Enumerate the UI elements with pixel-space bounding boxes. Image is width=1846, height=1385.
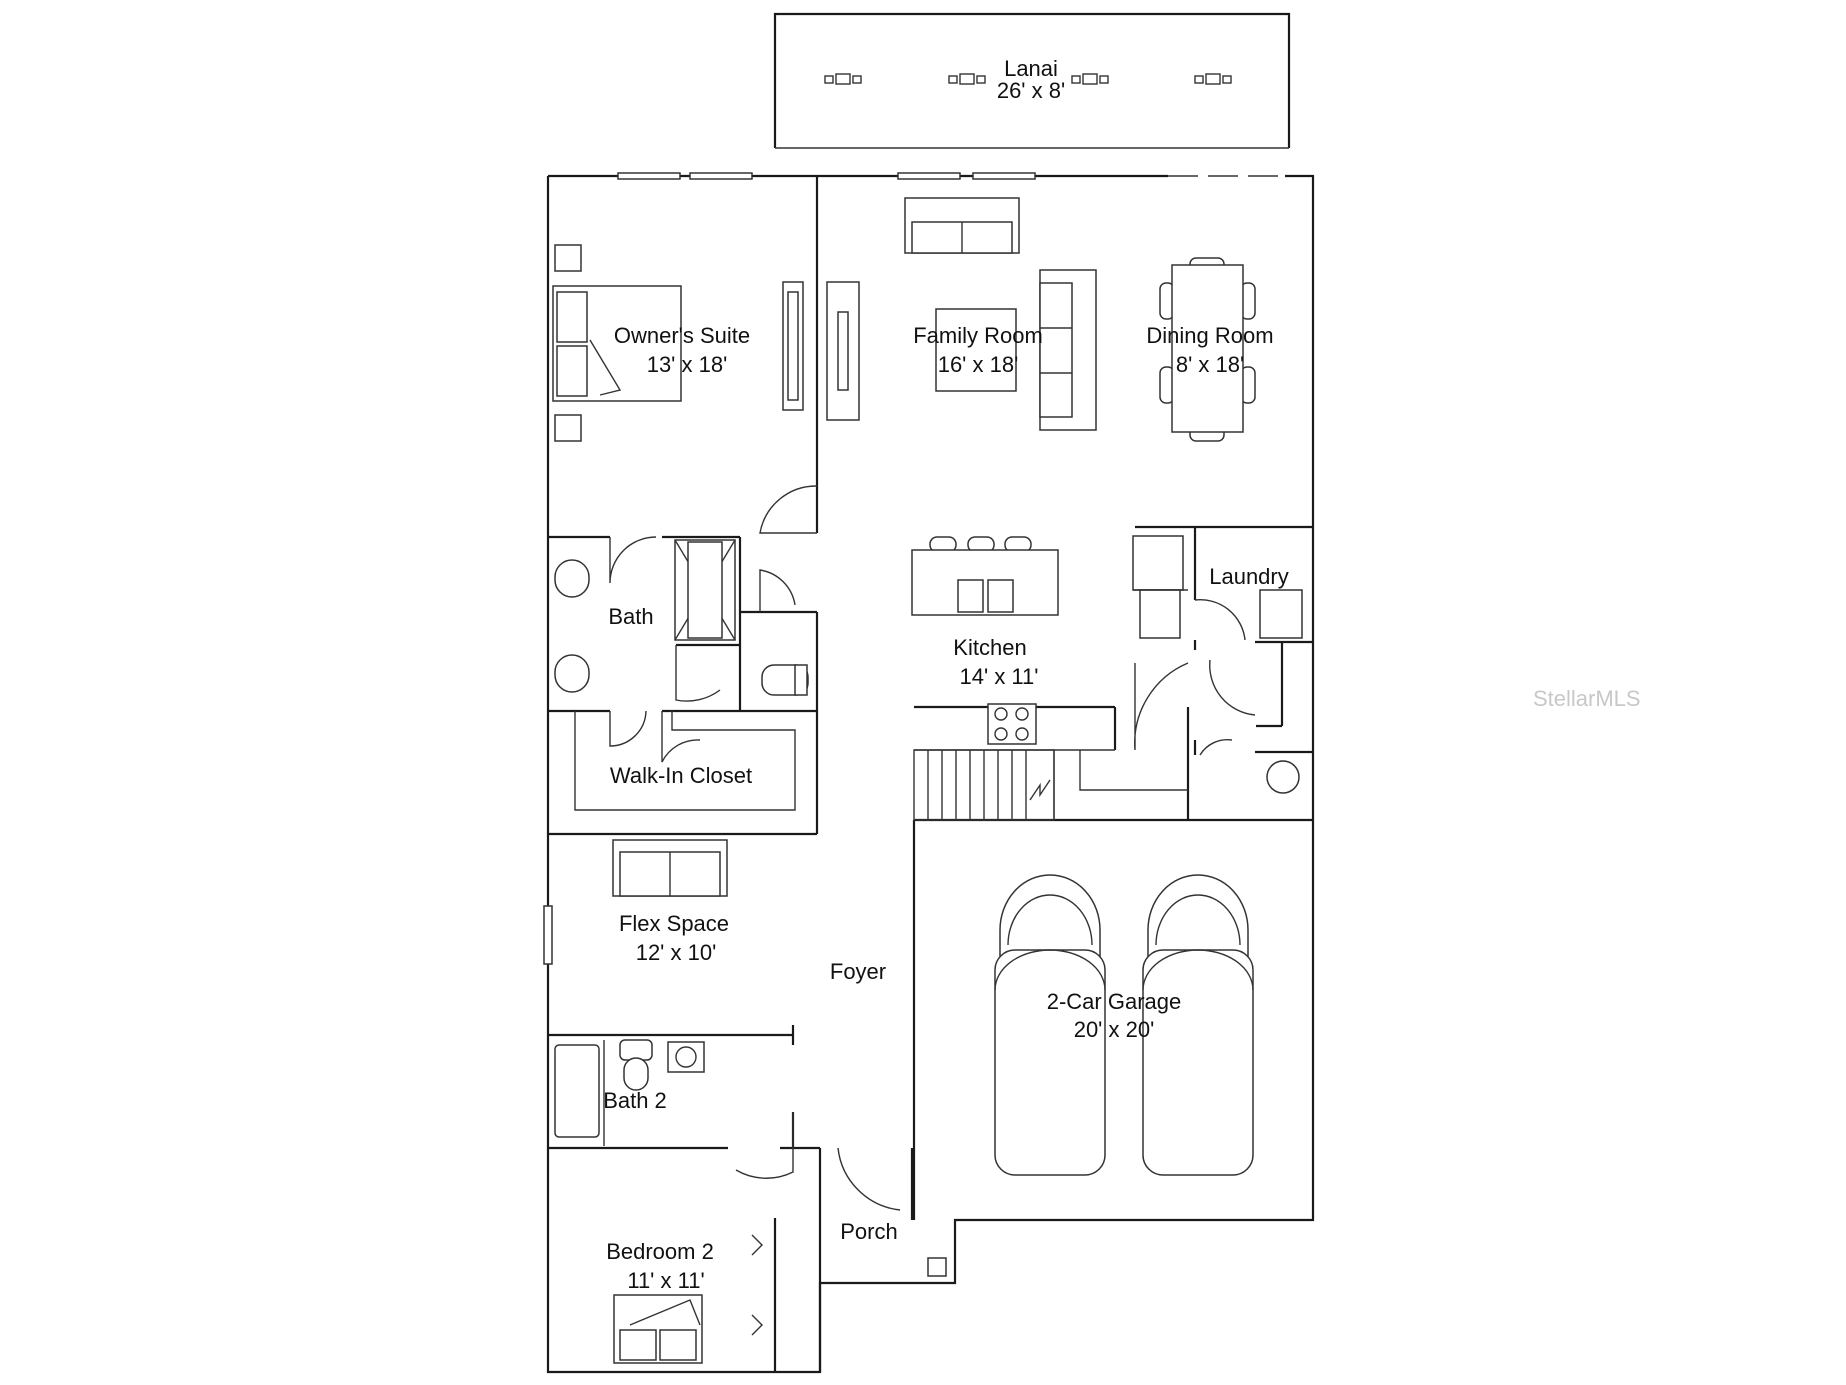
watermark: StellarMLS	[1533, 686, 1641, 711]
owners-suite-furniture	[552, 244, 860, 442]
garage-cars	[994, 874, 1254, 1176]
flex-space-size: 12' x 10'	[636, 940, 717, 965]
laundry-label: Laundry	[1209, 564, 1289, 589]
lanai-area	[773, 12, 1291, 149]
porch-label: Porch	[840, 1219, 897, 1244]
bedroom2-label: Bedroom 2	[606, 1239, 714, 1264]
flex-space-label: Flex Space	[619, 911, 729, 936]
bedroom2-furniture	[613, 1234, 947, 1364]
lanai-label: Lanai	[1004, 56, 1058, 81]
exterior-walls	[543, 172, 1315, 1374]
room-labels: Lanai 26' x 8' Owner's Suite 13' x 18' F…	[603, 56, 1289, 1293]
doors	[609, 485, 1256, 1211]
owners-suite-label: Owner's Suite	[614, 323, 750, 348]
bath-fixtures	[554, 539, 809, 696]
bath2-label: Bath 2	[603, 1088, 667, 1113]
laundry-fixtures	[1132, 535, 1303, 794]
stairs	[913, 749, 1055, 821]
lanai-lights	[824, 73, 1232, 85]
walk-in-closet-label: Walk-In Closet	[610, 763, 752, 788]
owners-suite-size: 13' x 18'	[647, 352, 728, 377]
family-room-size: 16' x 18'	[938, 352, 1019, 377]
bedroom2-size: 11' x 11'	[627, 1268, 704, 1293]
kitchen-fixtures	[911, 536, 1188, 791]
family-dining-furniture	[904, 197, 1256, 442]
lanai-size: 26' x 8'	[997, 78, 1065, 103]
garage-size: 20' x 20'	[1074, 1017, 1155, 1042]
bath2-fixtures	[554, 1039, 705, 1146]
garage-label: 2-Car Garage	[1047, 989, 1182, 1014]
kitchen-size: 14' x 11'	[960, 664, 1039, 689]
dining-room-size: 8' x 18'	[1176, 352, 1244, 377]
foyer-label: Foyer	[830, 959, 886, 984]
bath-label: Bath	[608, 604, 653, 629]
kitchen-label: Kitchen	[953, 635, 1026, 660]
family-room-label: Family Room	[913, 323, 1043, 348]
flex-space-furniture	[612, 839, 728, 897]
closet-shelving	[574, 711, 796, 811]
dining-room-label: Dining Room	[1146, 323, 1273, 348]
